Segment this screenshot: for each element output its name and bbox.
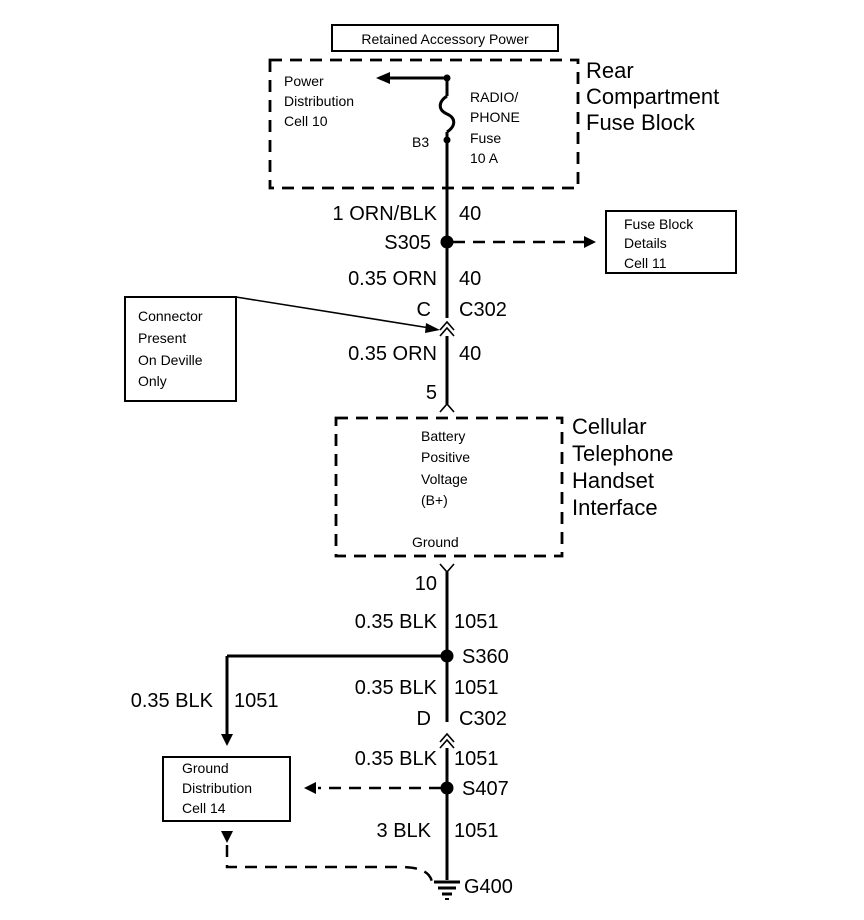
ground-distribution-arrow-in [221, 734, 233, 746]
splice-s407-label: S407 [462, 778, 509, 800]
fuse-label-4: 10 A [470, 150, 499, 166]
handset-name-2: Telephone [572, 441, 674, 466]
ground-point-label: G400 [464, 876, 513, 898]
handset-name-1: Cellular [572, 414, 647, 439]
battery-label-3: Voltage [421, 471, 468, 487]
connector-note-3: On Deville [138, 352, 203, 368]
header-label: Retained Accessory Power [361, 31, 529, 47]
wire4-circuit: 1051 [454, 611, 499, 633]
connector-note-box [124, 296, 237, 402]
header-box [331, 24, 559, 52]
connector-note-2: Present [138, 330, 186, 346]
fuse-label-3: Fuse [470, 130, 501, 146]
wire6-size-color: 0.35 BLK [131, 690, 214, 712]
fuse-symbol [438, 94, 456, 134]
rear-fuse-block-name-2: Compartment [586, 84, 719, 109]
ground-distribution-return-dashed [225, 845, 434, 883]
wire3-size-color: 0.35 ORN [348, 343, 437, 365]
wire1-circuit: 40 [459, 203, 481, 225]
c302-bottom-connector-symbol [439, 732, 455, 749]
c302-top-connector-symbol [439, 320, 455, 337]
wire7-size-color: 0.35 BLK [355, 748, 438, 770]
c302-bottom-name: C302 [459, 708, 507, 730]
battery-label-2: Positive [421, 449, 470, 465]
c302-bottom-pin: D [417, 708, 431, 730]
battery-label-4: (B+) [421, 492, 448, 508]
ground-label: Ground [412, 534, 459, 550]
pin-5-connector-symbol [439, 402, 455, 413]
pin-10-label: 10 [415, 573, 437, 595]
wire5-size-color: 0.35 BLK [355, 677, 438, 699]
wire6-circuit: 1051 [234, 690, 279, 712]
splice-s305-label: S305 [384, 232, 431, 254]
power-distribution-1: Power [284, 73, 324, 89]
ground-symbol [434, 880, 460, 900]
wire2-size-color: 0.35 ORN [348, 268, 437, 290]
pin-10-connector-symbol [439, 563, 455, 574]
ground-distribution-arrow-s407 [304, 782, 316, 794]
fuse-block-details-box [605, 210, 737, 274]
wire8-size-color: 3 BLK [377, 820, 432, 842]
rear-fuse-block-outline [268, 58, 580, 190]
connector-note-1: Connector [138, 308, 203, 324]
ground-distribution-1: Ground [182, 760, 229, 776]
c302-top-name: C302 [459, 299, 507, 321]
ground-distribution-box [162, 756, 291, 822]
fuse-terminal-label: B3 [412, 134, 429, 150]
handset-name-3: Handset [572, 468, 654, 493]
fuse-block-details-arrow [584, 236, 596, 248]
battery-label-1: Battery [421, 428, 465, 444]
wire7-circuit: 1051 [454, 748, 499, 770]
fuse-label-2: PHONE [470, 109, 520, 125]
rear-fuse-block-name-1: Rear [586, 58, 634, 83]
wire5-circuit: 1051 [454, 677, 499, 699]
pin-5-label: 5 [426, 382, 437, 404]
ground-distribution-3: Cell 14 [182, 800, 226, 816]
fuse-block-details-3: Cell 11 [624, 255, 667, 271]
fuse-block-details-1: Fuse Block [624, 216, 694, 232]
wire2-circuit: 40 [459, 268, 481, 290]
rear-fuse-block-name-3: Fuse Block [586, 110, 696, 135]
connector-note-leader [235, 296, 431, 329]
power-distribution-2: Distribution [284, 93, 354, 109]
wire8-circuit: 1051 [454, 820, 499, 842]
ground-distribution-2: Distribution [182, 780, 252, 796]
wire1-size-color: 1 ORN/BLK [333, 203, 438, 225]
fuse-label-1: RADIO/ [470, 89, 518, 105]
splice-s360-label: S360 [462, 646, 509, 668]
power-feed-arrow [376, 72, 390, 84]
connector-note-arrow [425, 323, 440, 333]
c302-top-pin: C [417, 299, 431, 321]
power-distribution-3: Cell 10 [284, 113, 328, 129]
handset-name-4: Interface [572, 495, 658, 520]
fuse-block-details-2: Details [624, 235, 667, 251]
connector-note-4: Only [138, 373, 167, 389]
wire3-circuit: 40 [459, 343, 481, 365]
wire4-size-color: 0.35 BLK [355, 611, 438, 633]
ground-distribution-arrow-out [221, 831, 233, 843]
